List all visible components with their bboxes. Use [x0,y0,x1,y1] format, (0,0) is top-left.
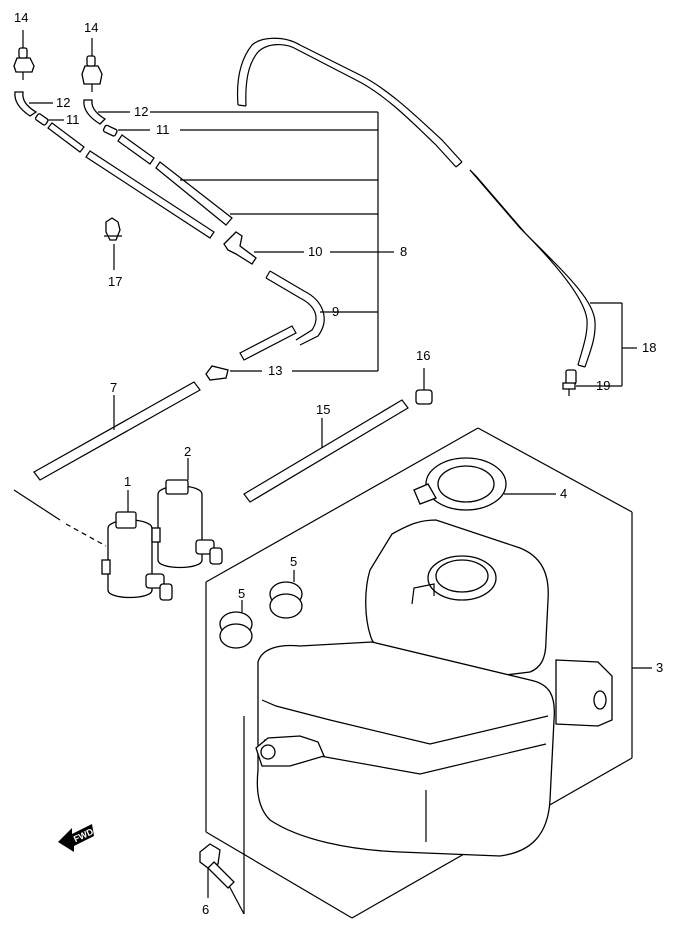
callout-bracket-8 [150,111,394,372]
callout-14-right: 14 [84,20,98,35]
joint-11-left [34,113,64,126]
callout-14-left: 14 [14,10,28,25]
callout-15: 15 [316,402,330,417]
washer-pump-2 [151,458,223,569]
bolt-6 [199,843,235,898]
callout-5-left: 5 [238,586,245,601]
callout-13: 13 [268,363,282,378]
tank-cap-4 [413,457,556,511]
callout-8: 8 [400,244,407,259]
clip-17 [104,217,122,270]
joint-11-right [102,124,150,137]
grommet-5-right [269,570,303,619]
nozzle-14-right [81,38,103,92]
y-joint-10 [223,231,304,265]
hose-18 [236,37,596,368]
callout-9: 9 [332,304,339,319]
hose-9-lower [239,325,297,361]
callout-12-left: 12 [56,95,70,110]
callout-16: 16 [416,348,430,363]
callout-19: 19 [596,378,610,393]
callout-10: 10 [308,244,322,259]
hose-7 [33,381,201,481]
fwd-arrow-icon: FWD [58,824,95,852]
elbow-hose-12-left [14,91,53,117]
grommet-5-left [219,600,253,649]
hose-right-segments [117,134,233,226]
callout-11-right: 11 [156,122,170,137]
pump-leader-line [13,489,107,547]
callout-1: 1 [124,474,131,489]
callout-11-left: 11 [66,112,80,127]
nozzle-14-left [13,30,35,80]
tank-frame-3 [205,427,652,919]
callout-3: 3 [656,660,663,675]
callout-6: 6 [202,902,209,917]
hose-9 [265,270,350,346]
hose-15 [243,399,409,503]
callout-2: 2 [184,444,191,459]
washer-pump-1 [101,490,173,601]
hose-left-segments [47,122,215,239]
callout-17: 17 [108,274,122,289]
washer-tank [225,519,613,915]
callout-7: 7 [110,380,117,395]
elbow-hose-12-right [83,99,130,125]
joint-13 [205,365,262,381]
callout-12-right: 12 [134,104,148,119]
callout-5-right: 5 [290,554,297,569]
callout-bracket-18 [576,302,637,387]
callout-18: 18 [642,340,656,355]
joint-19 [562,369,577,396]
callout-4: 4 [560,486,567,501]
joint-16 [415,368,433,405]
